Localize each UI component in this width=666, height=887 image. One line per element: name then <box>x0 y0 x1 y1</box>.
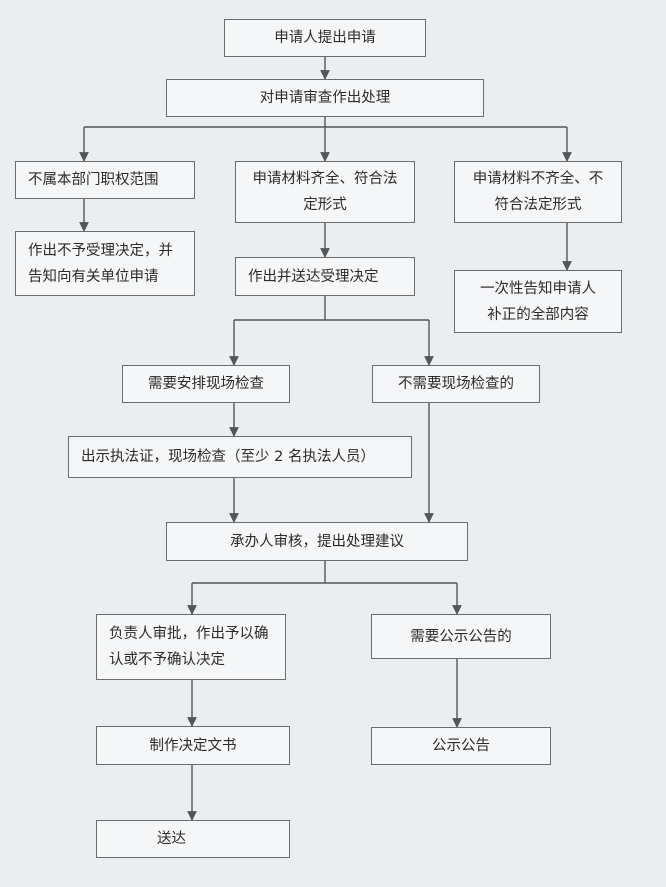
node-incomplete: 申请材料不齐全、不 符合法定形式 <box>454 161 622 223</box>
node-show-cert: 出示执法证，现场检查（至少 2 名执法人员） <box>68 436 412 478</box>
node-review: 对申请审查作出处理 <box>166 79 484 117</box>
node-publish: 公示公告 <box>371 727 551 765</box>
node-notify-all: 一次性告知申请人 补正的全部内容 <box>454 270 622 333</box>
node-complete: 申请材料齐全、符合法 定形式 <box>235 161 415 223</box>
node-make-doc: 制作决定文书 <box>96 726 290 765</box>
node-apply: 申请人提出申请 <box>224 19 426 57</box>
node-accept: 作出并送达受理决定 <box>235 257 415 296</box>
node-need-publish: 需要公示公告的 <box>371 614 551 659</box>
node-approve: 负责人审批，作出予以确 认或不予确认决定 <box>96 614 286 680</box>
node-deliver: 送达 <box>96 820 290 858</box>
node-handler: 承办人审核，提出处理建议 <box>166 522 468 561</box>
node-not-scope: 不属本部门职权范围 <box>15 161 195 199</box>
node-need-inspect: 需要安排现场检查 <box>122 365 290 403</box>
node-not-accept: 作出不予受理决定，并 告知向有关单位申请 <box>15 231 195 296</box>
node-no-inspect: 不需要现场检查的 <box>372 365 540 403</box>
